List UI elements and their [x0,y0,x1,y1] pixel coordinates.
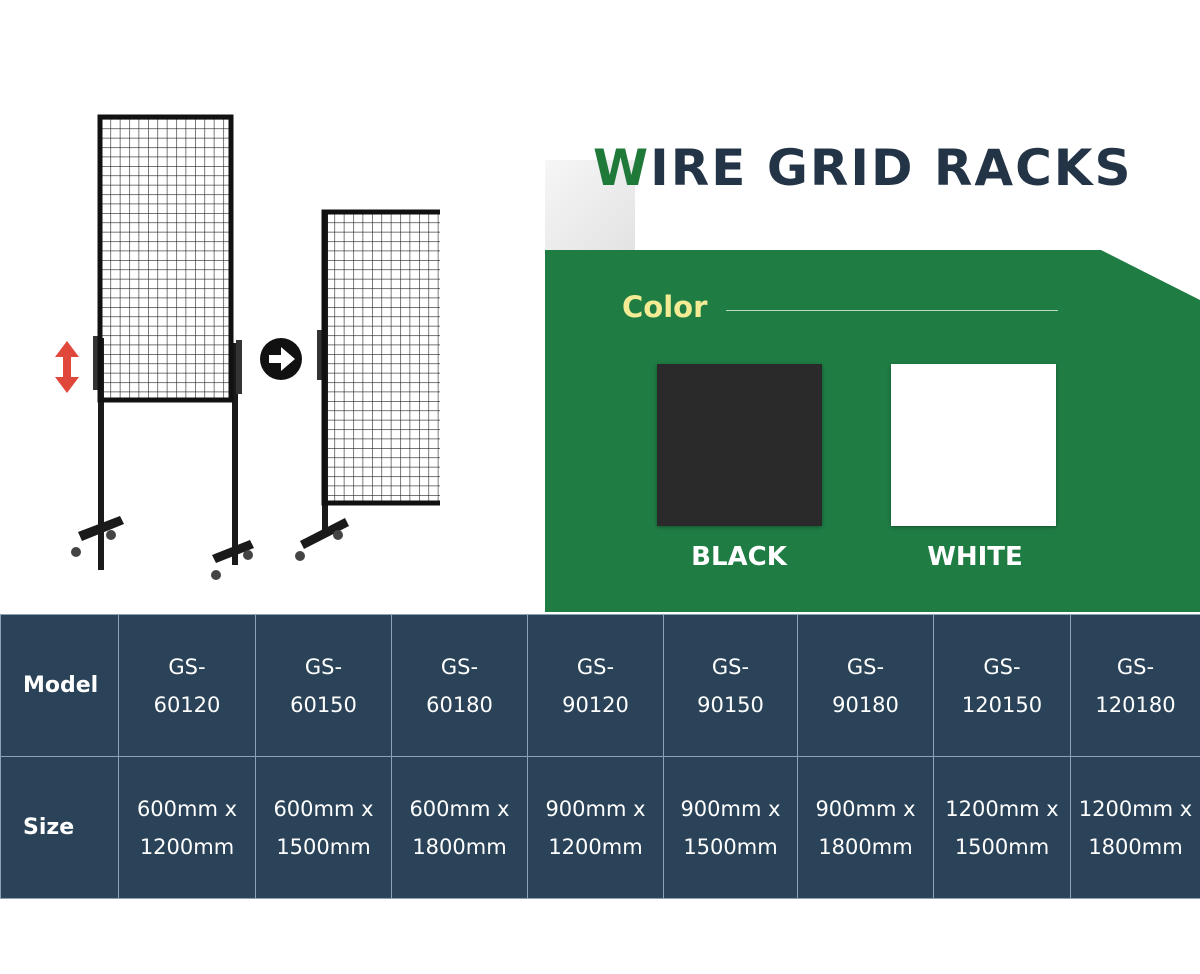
size-height: 1800mm [412,834,507,859]
model-number: 120180 [1095,692,1176,717]
model-cell: GS- 60180 [391,614,528,757]
model-cell: GS- 90120 [527,614,664,757]
size-width: 1200mm x [945,796,1059,821]
page-title: WIRE GRID RACKS [593,138,1133,198]
size-cell: 600mm x 1200mm [118,756,256,899]
title-rest: IRE GRID RACKS [650,139,1133,197]
size-width: 600mm x [409,796,510,821]
spec-table: Model GS- 60120 GS- 60150 GS- 60180 GS- 9012… [0,614,1200,899]
size-height: 1500mm [954,834,1050,859]
size-height: 1200mm [139,834,235,859]
color-heading: Color [622,290,708,324]
rack-raised [71,114,254,580]
size-height: 1500mm [683,834,778,859]
model-prefix: GS- [1116,654,1155,679]
model-number: 90180 [832,692,899,717]
model-number: 120150 [961,692,1043,717]
model-prefix: GS- [711,654,750,679]
arrow-right-icon [260,338,302,380]
table-row-model: Model GS- 60120 GS- 60150 GS- 60180 GS- 9012… [0,614,1200,757]
model-cell: GS- 60120 [118,614,256,757]
model-prefix: GS- [983,654,1021,679]
size-cell: 1200mm x 1800mm [1070,756,1200,899]
model-prefix: GS- [576,654,615,679]
size-width: 600mm x [136,796,238,821]
model-number: 90120 [562,692,629,717]
height-adjust-icon [55,341,79,393]
size-height: 1500mm [276,834,371,859]
size-cell: 1200mm x 1500mm [933,756,1071,899]
model-cell: GS- 120180 [1070,614,1200,757]
size-width: 1200mm x [1078,796,1193,821]
swatch-black [657,364,822,526]
model-cell: GS- 60150 [255,614,392,757]
size-width: 900mm x [545,796,646,821]
model-prefix: GS- [304,654,343,679]
model-number: 60180 [426,692,493,717]
size-cell: 900mm x 1200mm [527,756,664,899]
size-height: 1800mm [1088,834,1183,859]
model-number: 60150 [290,692,357,717]
model-number: 90150 [697,692,764,717]
product-illustration [55,114,486,582]
model-prefix: GS- [440,654,479,679]
model-prefix: GS- [846,654,885,679]
size-width: 900mm x [680,796,781,821]
size-cell: 900mm x 1800mm [797,756,934,899]
size-height: 1800mm [818,834,913,859]
swatch-white [891,364,1056,526]
size-cell: 600mm x 1500mm [255,756,392,899]
swatch-label-white: WHITE [927,542,1023,572]
size-width: 600mm x [273,796,374,821]
table-row-size: Size 600mm x 1200mm 600mm x 1500mm 600mm x… [0,756,1200,899]
row-header-size: Size [0,756,119,899]
model-cell: GS- 120150 [933,614,1071,757]
title-fold-decoration [545,160,635,250]
size-width: 900mm x [815,796,916,821]
model-number: 60120 [153,692,221,717]
model-prefix: GS- [168,654,206,679]
size-cell: 600mm x 1800mm [391,756,528,899]
swatch-label-black: BLACK [691,542,787,572]
model-cell: GS- 90150 [663,614,798,757]
row-header-model: Model [0,614,119,757]
title-first-letter: W [593,139,651,197]
color-heading-divider [726,310,1058,311]
size-height: 1200mm [548,834,643,859]
model-cell: GS- 90180 [797,614,934,757]
size-cell: 900mm x 1500mm [663,756,798,899]
